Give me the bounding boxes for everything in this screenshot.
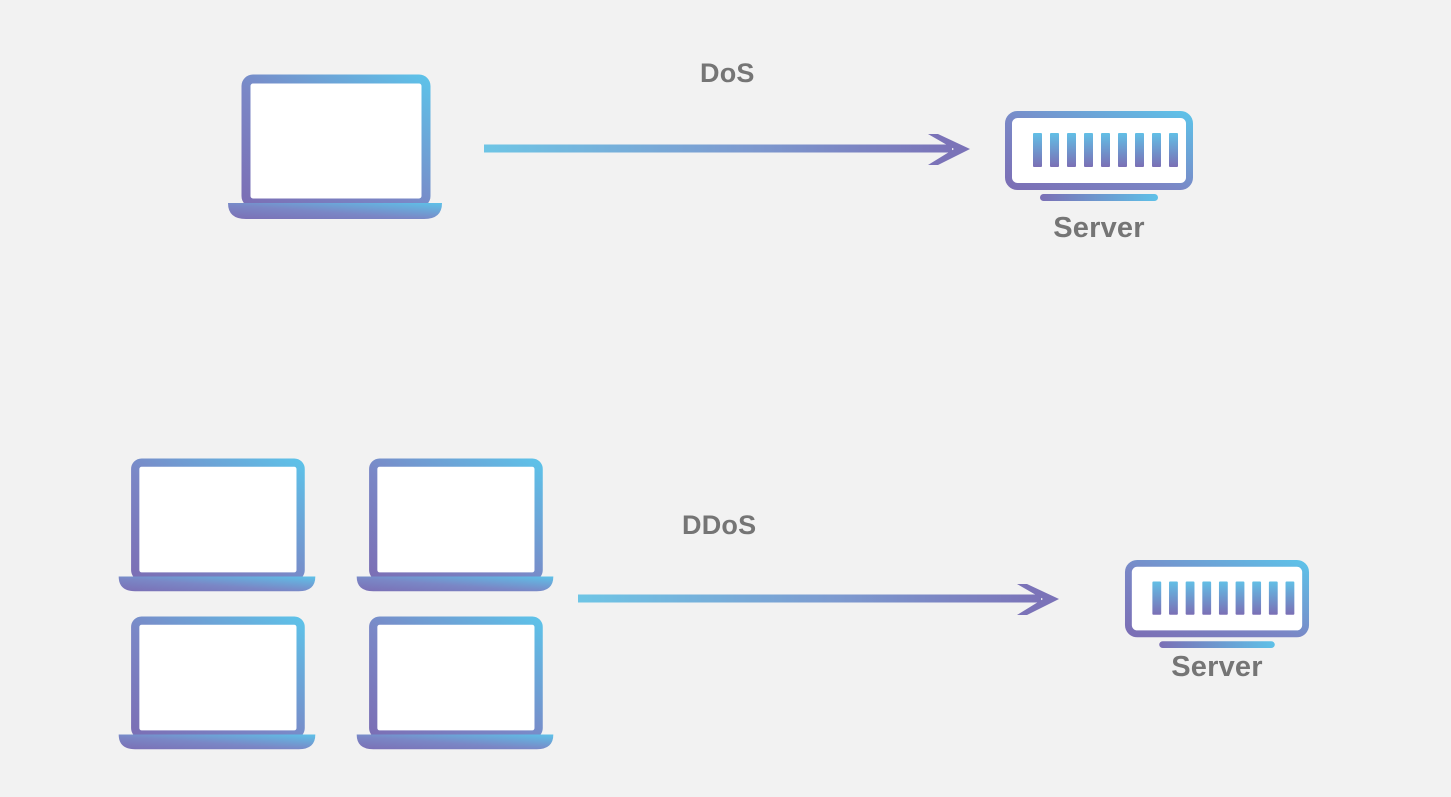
laptop-icon: [356, 616, 554, 750]
arrow-right-icon: [578, 584, 1059, 615]
dos-server-label: Server: [1053, 212, 1145, 244]
dos-source-laptop: [224, 74, 446, 222]
ddos-target-server: [1124, 558, 1310, 650]
server-icon: [1124, 559, 1310, 649]
server-stand: [1159, 641, 1275, 649]
ddos-attack-label: DDoS: [682, 510, 757, 540]
server-bars: [1033, 133, 1178, 167]
laptop-icon: [118, 616, 316, 750]
ddos-arrow: [578, 582, 1088, 618]
dos-attack-label: DoS: [700, 58, 755, 88]
ddos-server-label: Server: [1171, 651, 1263, 683]
arrow-right-icon: [484, 134, 970, 165]
server-stand: [1040, 194, 1158, 201]
dos-target-server: [1004, 110, 1194, 202]
laptop-icon: [118, 458, 316, 592]
server-icon: [1005, 111, 1193, 201]
server-bars: [1152, 581, 1295, 615]
ddos-source-laptop-1: [108, 458, 326, 594]
laptop-icon: [356, 458, 554, 592]
laptop-icon: [228, 74, 442, 219]
ddos-source-laptop-2: [346, 458, 564, 594]
ddos-source-laptop-4: [346, 616, 564, 752]
dos-arrow: [484, 132, 984, 168]
ddos-source-laptop-3: [108, 616, 326, 752]
